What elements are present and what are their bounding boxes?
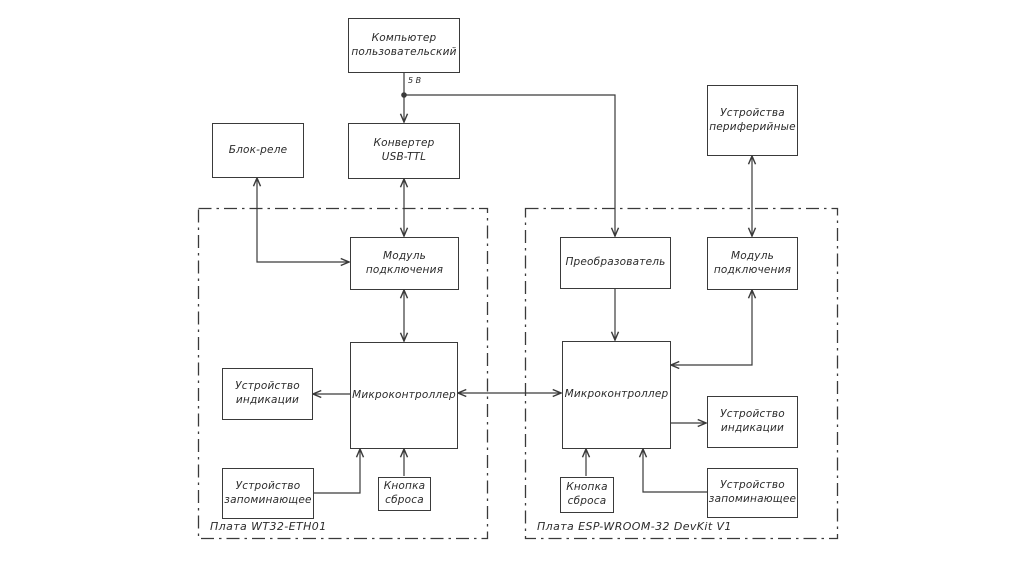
wire-left-memory-to-mcu: [313, 449, 360, 494]
node-right-reset-button: Кнопка сброса: [560, 477, 614, 513]
node-usb-ttl-converter: Конвертер USB-TTL: [348, 123, 460, 179]
power-5v-label: 5 В: [408, 76, 422, 85]
node-transformer: Преобразователь: [560, 237, 671, 289]
node-right-connection-module: Модуль подключения: [707, 237, 798, 290]
node-right-indication-device: Устройство индикации: [707, 396, 798, 448]
node-transformer-label: Преобразователь: [565, 256, 666, 269]
power-junction-dot: [401, 92, 407, 98]
node-right-indication-device-label: Устройство индикации: [720, 408, 785, 434]
node-right-microcontroller: Микроконтроллер: [562, 341, 671, 449]
node-right-reset-button-label: Кнопка сброса: [566, 481, 608, 507]
node-relay-block-label: Блок-реле: [228, 143, 288, 156]
left-board-outline: [197, 207, 489, 540]
wire-right-module-right-mcu: [671, 290, 752, 365]
node-left-connection-module: Модуль подключения: [350, 237, 459, 290]
node-relay-block: Блок-реле: [212, 123, 304, 178]
node-left-storage-device: Устройство запоминающее: [222, 468, 314, 519]
node-usb-ttl-converter-label: Конвертер USB-TTL: [373, 137, 435, 163]
right-board-outline: [524, 207, 839, 540]
node-peripheral-devices-label: Устройства периферийные: [709, 106, 796, 133]
node-left-indication-device-label: Устройство индикации: [235, 380, 300, 406]
node-left-microcontroller: Микроконтроллер: [350, 342, 458, 449]
wire-relay-left-module: [257, 178, 349, 262]
node-left-connection-module-label: Модуль подключения: [365, 249, 444, 276]
wire-power-branch-to-transformer: [404, 94, 615, 236]
node-peripheral-devices: Устройства периферийные: [707, 85, 798, 156]
node-left-indication-device: Устройство индикации: [222, 368, 313, 420]
node-right-connection-module-label: Модуль подключения: [713, 249, 792, 276]
node-left-reset-button: Кнопка сброса: [378, 477, 431, 511]
node-user-computer: Компьютер пользовательский: [348, 18, 460, 73]
node-right-storage-device-label: Устройство запоминающее: [708, 479, 797, 505]
node-user-computer-label: Компьютер пользовательский: [351, 31, 457, 58]
node-left-storage-device-label: Устройство запоминающее: [224, 479, 312, 506]
node-right-storage-device: Устройство запоминающее: [707, 468, 798, 518]
node-right-microcontroller-label: Микроконтроллер: [564, 388, 669, 401]
right-board-caption: Плата ESP-WROOM-32 DevKit V1: [537, 520, 732, 533]
node-left-reset-button-label: Кнопка сброса: [383, 480, 426, 506]
left-board-caption: Плата WT32-ETH01: [210, 520, 327, 533]
wire-right-memory-to-mcu: [643, 449, 707, 493]
node-left-microcontroller-label: Микроконтроллер: [352, 388, 456, 401]
